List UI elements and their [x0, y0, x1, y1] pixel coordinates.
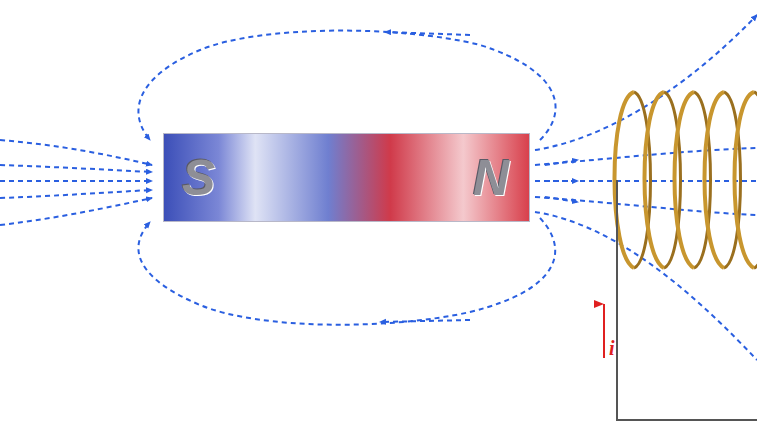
coil-windings [615, 92, 757, 268]
pole-label: N [473, 153, 509, 203]
coil-turn [735, 92, 755, 268]
current-label: i [609, 338, 615, 358]
coil-turn [705, 92, 725, 268]
current-arrow [603, 304, 605, 358]
coil-turn-back [754, 92, 757, 268]
coil-lead-wire [617, 180, 757, 420]
bar-magnet: SN [163, 133, 530, 222]
pole-label: S [182, 153, 215, 203]
coil-turn [675, 92, 695, 268]
field-lines [0, 15, 757, 360]
coil-turn [645, 92, 665, 268]
